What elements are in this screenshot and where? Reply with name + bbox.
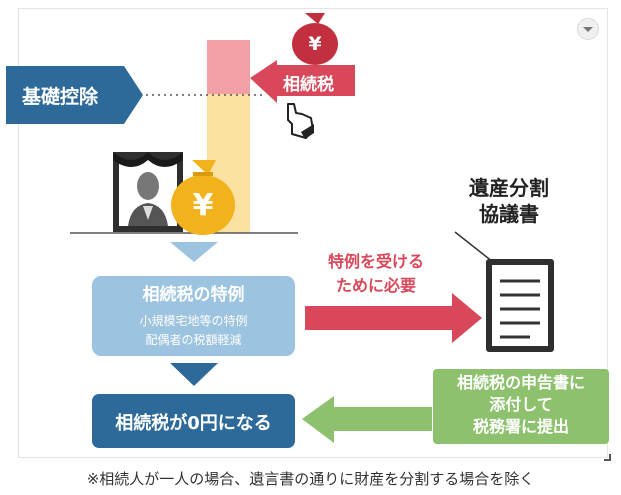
red-arrow-label-line2: ために必要 [335,276,416,295]
money-bag-red-icon [292,13,338,65]
document-title-line2: 協議書 [479,202,539,226]
money-bag-gold-icon [171,160,235,235]
tax-bar-red-part [207,40,250,94]
chevron-down-icon[interactable] [577,18,599,40]
green-box-line2: 添付して [489,395,553,414]
down-arrow-top [170,242,218,262]
green-box [433,369,609,444]
document-title: 遺産分割 協議書 [447,175,571,227]
document-icon [454,231,554,352]
special-case-line1: 小規模宅地等の特例 [139,314,248,328]
special-case-line2: 配偶者の税額軽減 [145,333,242,347]
green-box-line1: 相続税の申告書に [456,373,585,392]
yen-label-gold: ¥ [192,188,214,223]
basic-deduction-label: 基礎控除 [22,86,99,108]
resize-handle-icon[interactable] [604,454,611,461]
footnote: ※相続人が一人の場合、遺言書の通りに財産を分割する場合を除く [86,470,535,488]
basic-deduction-arrow [6,66,143,124]
red-arrow-label-line1: 特例を受ける [327,252,424,271]
green-box-line3: 税務署に提出 [472,417,569,436]
green-box-text: 相続税の申告書に 添付して 税務署に提出 [433,372,609,438]
green-arrow-left [302,396,432,443]
result-box [92,394,295,448]
inheritance-tax-arrow [250,60,355,103]
document-title-line1: 遺産分割 [469,176,549,200]
special-case-box [92,276,295,356]
down-arrow-middle [170,363,218,386]
hand-cursor-icon [287,103,314,139]
special-case-title: 相続税の特例 [142,285,245,305]
portrait-icon [113,152,183,232]
yen-label-red: ¥ [308,33,322,55]
inheritance-tax-label: 相続税 [283,75,334,95]
red-arrow-right [305,293,482,343]
red-arrow-label: 特例を受ける ために必要 [322,250,430,298]
result-label: 相続税が0円になる [115,413,272,434]
special-case-text: 相続税の特例 小規模宅地等の特例 配偶者の税額軽減 [92,282,295,350]
